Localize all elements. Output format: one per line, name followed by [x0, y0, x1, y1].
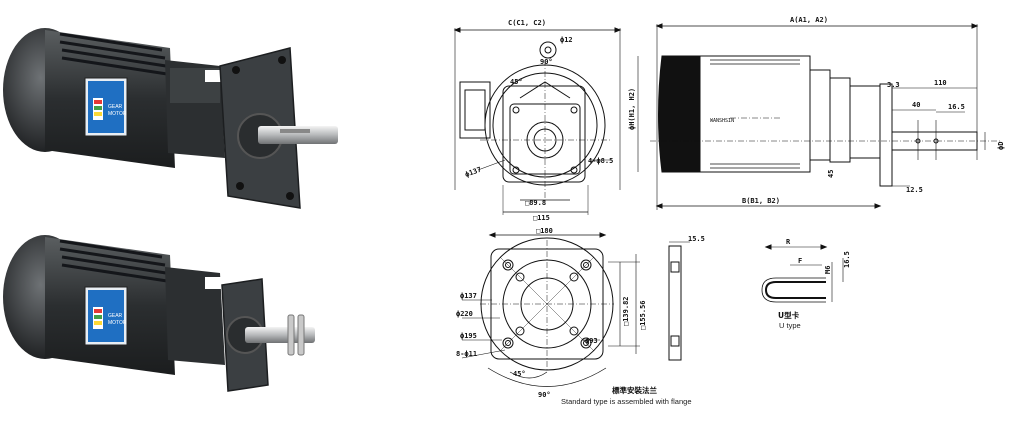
photo-label-bottom-2: MOTOR [108, 320, 127, 326]
dim-m6: M6 [824, 266, 832, 274]
gear-motor-photo-top: GEAR MOTOR [3, 28, 338, 209]
dim-sq89: □89.8 [525, 199, 546, 207]
front-view [453, 27, 622, 215]
dim-sq115: □115 [533, 214, 550, 222]
technical-drawings: C(C1, C2) ϕ12 90° 45° ϕ137 4-ϕ8.5 □89.8 … [453, 16, 1005, 406]
u-type-view [761, 244, 844, 303]
dim-a: A(A1, A2) [790, 16, 828, 24]
dim-b: B(B1, B2) [742, 197, 780, 205]
dim-flange-angle-90: 90° [538, 391, 551, 399]
dim-c: C(C1, C2) [508, 19, 546, 27]
dim-angle-45: 45° [510, 78, 523, 86]
dim-holes-front: 4-ϕ8.5 [588, 157, 613, 165]
dim-f: F [798, 257, 802, 265]
dim-phi12: ϕ12 [560, 36, 573, 44]
dim-flange-angle-45: 45° [513, 370, 526, 378]
dim-angle-90: 90° [540, 58, 553, 66]
dim-16-5: 16.5 [948, 103, 965, 111]
photo-label-top-1: GEAR [108, 104, 123, 110]
dim-45: 45 [827, 170, 835, 178]
flange-caption-en: Standard type is assembled with flange [561, 397, 692, 406]
nameplate-text: WANSHSIN [710, 118, 734, 124]
dim-r: R [786, 238, 791, 246]
dim-holes-flange: 8-ϕ11 [456, 350, 477, 358]
dim-110: 110 [934, 79, 947, 87]
photo-label-bottom-1: GEAR [108, 313, 123, 319]
dim-thickness: 15.5 [688, 235, 705, 243]
dim-sq180: □180 [536, 227, 553, 235]
gear-motor-photo-bottom: GEAR MOTOR [3, 235, 315, 392]
dim-phi195: ϕ195 [460, 332, 477, 340]
dim-12-5: 12.5 [906, 186, 923, 194]
dim-phi220: ϕ220 [456, 310, 473, 318]
flange-side-view [668, 241, 690, 361]
dim-sq155: □155.56 [639, 300, 647, 330]
side-view [637, 23, 1000, 210]
dim-phi-d: ϕD [997, 142, 1005, 150]
dim-u-16-5: 16.5 [843, 251, 851, 268]
photo-label-top-2: MOTOR [108, 111, 127, 117]
u-type-caption-zh: U型卡 [778, 310, 800, 320]
dim-phi137-flange: ϕ137 [460, 292, 477, 300]
dim-phi137-front: ϕ137 [464, 166, 483, 179]
dim-40: 40 [912, 101, 920, 109]
u-type-caption-en: U type [779, 321, 801, 330]
dim-phi-h: ϕH(H1, H2) [628, 88, 636, 130]
dim-3-3: 3.3 [887, 81, 900, 89]
dim-phi93: ϕ93 [585, 337, 598, 345]
flange-caption-zh: 標準安裝法兰 [612, 385, 657, 395]
dim-sq139: □139.82 [622, 296, 630, 326]
flange-view [461, 232, 640, 387]
